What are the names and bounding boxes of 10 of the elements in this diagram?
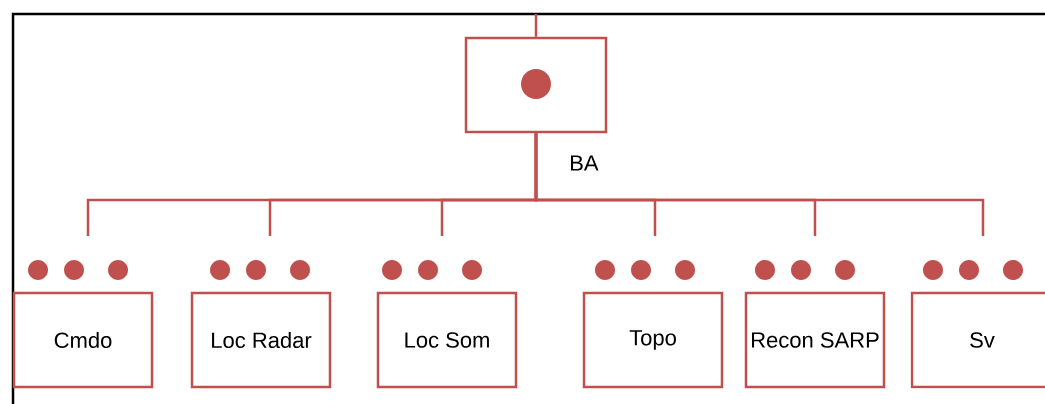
unit-box: Recon SARP [744, 291, 886, 389]
unit-label: BA [571, 155, 599, 171]
unit-box: Loc Radar [190, 291, 332, 389]
unit-box [464, 36, 608, 134]
unit-box: Loc Som [376, 291, 518, 389]
connector-line [534, 133, 985, 236]
unit-box: Topo [582, 291, 724, 389]
connector-line [534, 14, 538, 37]
unit-box: Sv [910, 291, 1045, 389]
unit-box: Cmdo [12, 291, 154, 389]
